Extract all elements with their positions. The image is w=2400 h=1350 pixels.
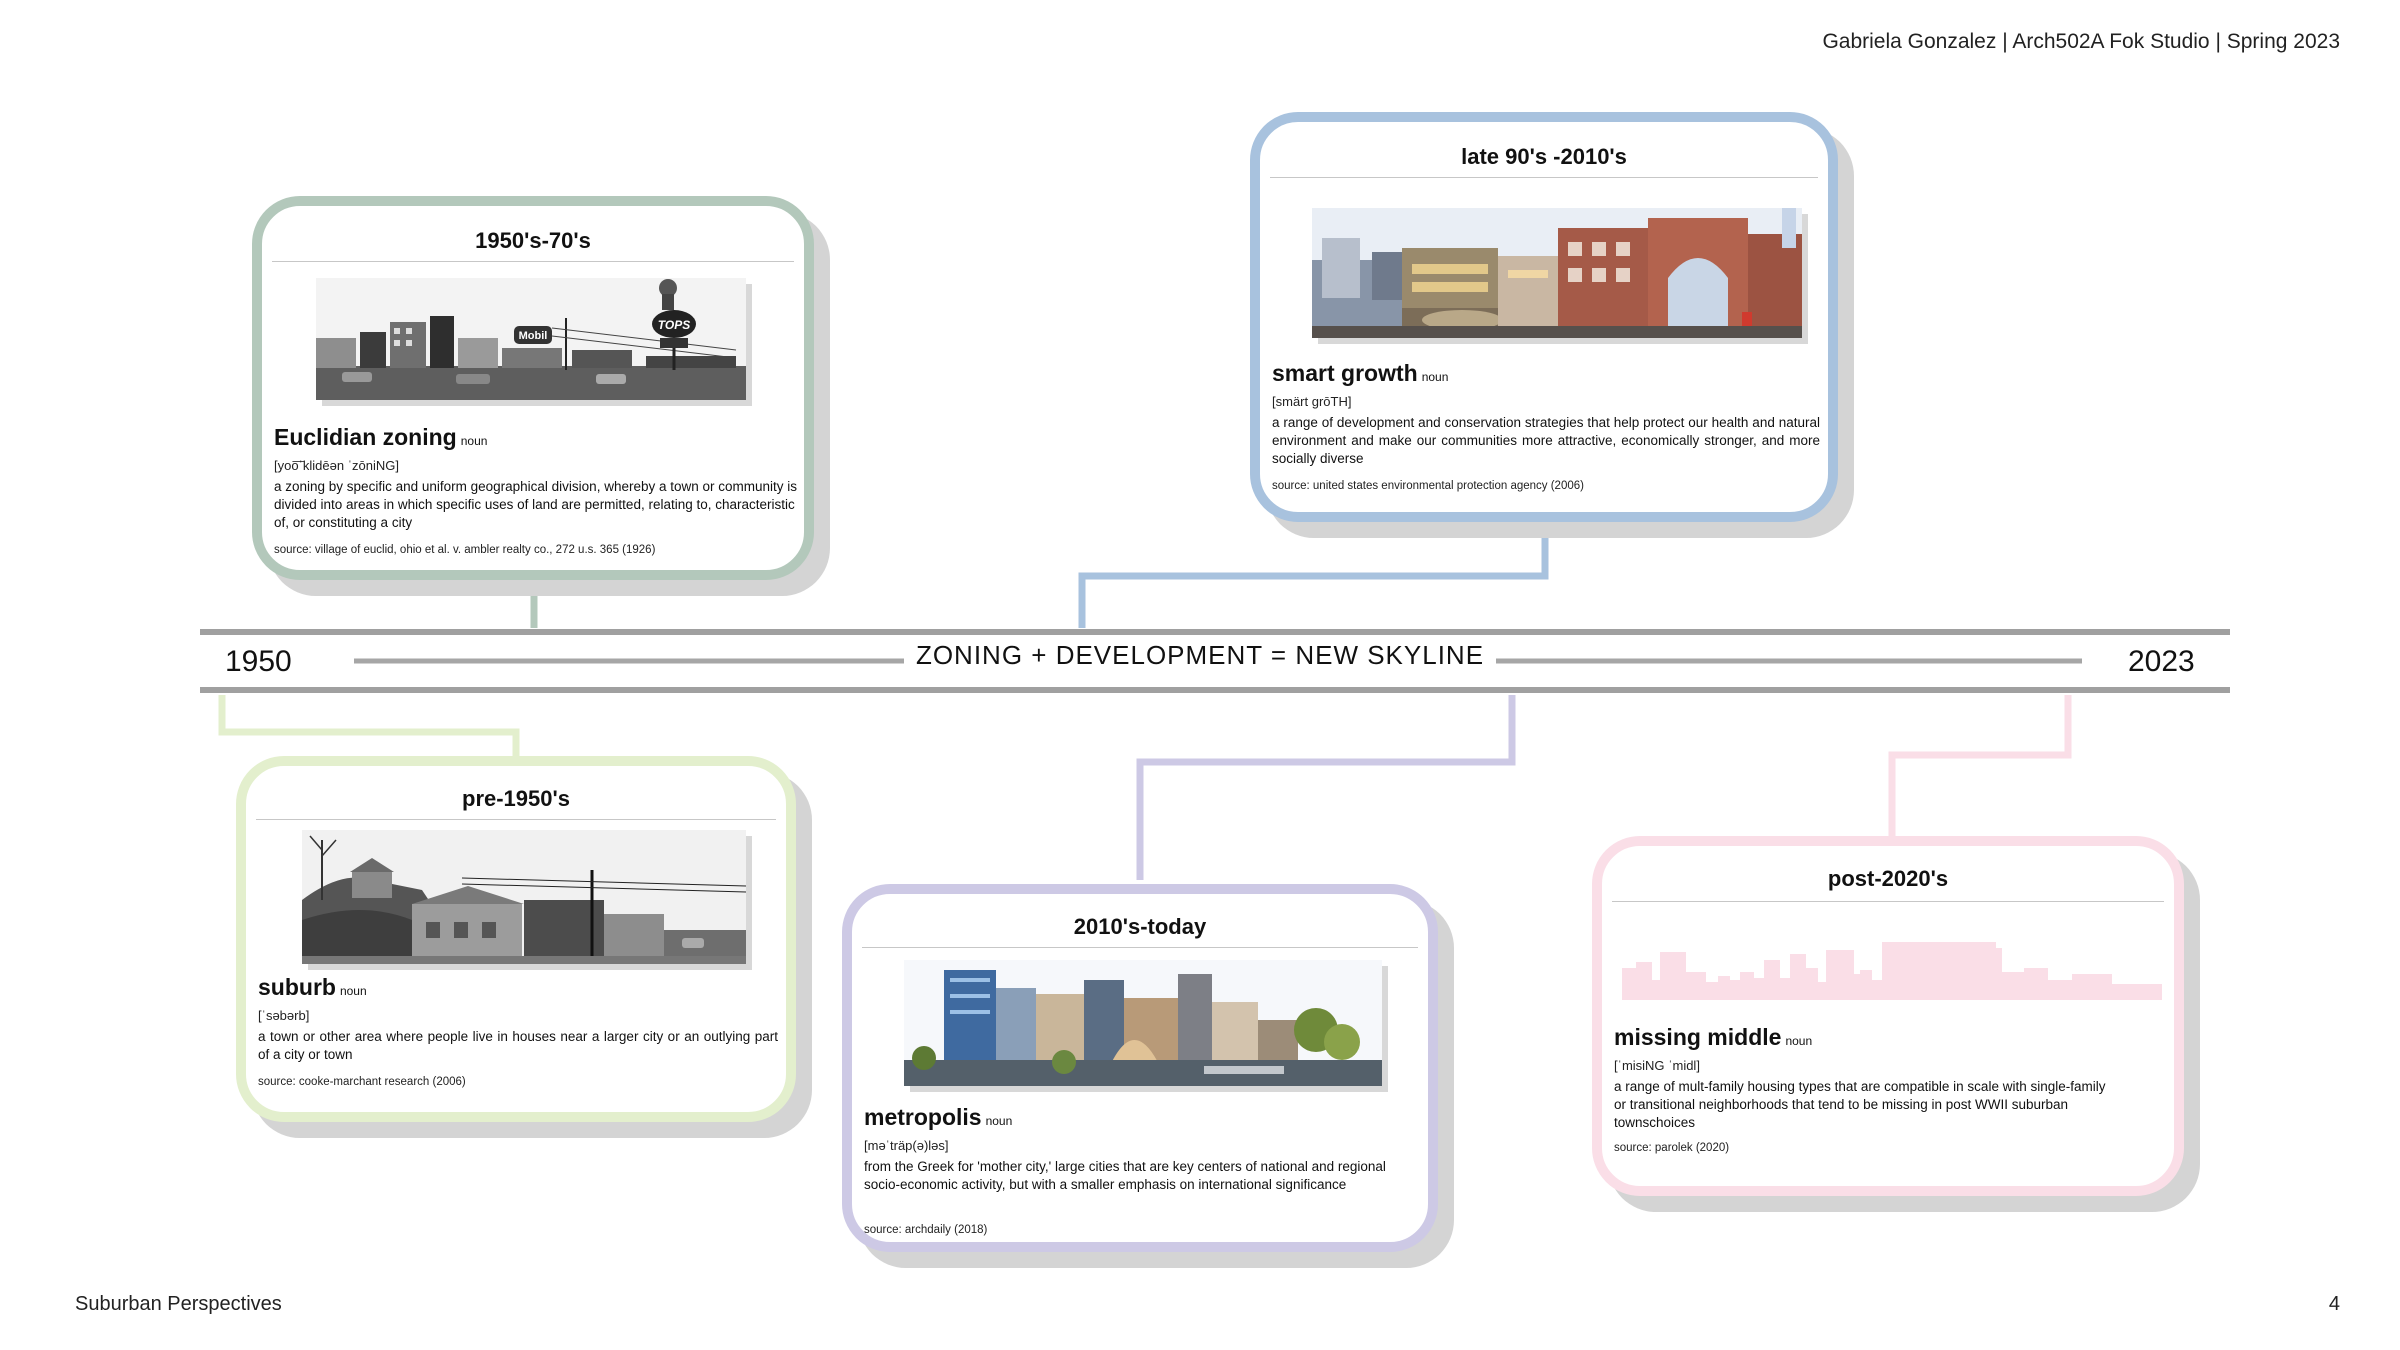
definition: a town or other area where people live i… bbox=[258, 1029, 778, 1062]
card-divider bbox=[272, 261, 794, 262]
image-sign-tops: TOPS bbox=[658, 318, 690, 332]
pronunciation: [ˈsəbərb] bbox=[258, 1008, 310, 1023]
part-of-speech: noun bbox=[985, 1114, 1013, 1128]
pronunciation: [məˈträp(ə)ləs] bbox=[864, 1138, 949, 1153]
skyline-photo-pre1950s bbox=[302, 830, 752, 970]
source-citation: source: cooke-marchant research (2006) bbox=[258, 1076, 466, 1088]
pronunciation: [smärt grōTH] bbox=[1272, 394, 1352, 409]
card-divider bbox=[256, 819, 776, 820]
skyline-silhouette-missing-middle bbox=[1622, 938, 2162, 1000]
connector-today bbox=[1136, 695, 1516, 880]
card-divider bbox=[862, 947, 1418, 948]
connector-post2020 bbox=[1888, 695, 2072, 836]
skyline-photo-metropolis bbox=[904, 960, 1388, 1092]
pronunciation: [ˈmisiNG ˈmidl] bbox=[1614, 1058, 1700, 1073]
timeline-start-year: 1950 bbox=[225, 645, 292, 678]
connector-pre1950s bbox=[218, 695, 520, 760]
card-era-title: pre-1950's bbox=[462, 786, 570, 811]
footer-project-title: Suburban Perspectives bbox=[75, 1293, 282, 1315]
page-number: 4 bbox=[2328, 1293, 2340, 1315]
part-of-speech: noun bbox=[1785, 1034, 1813, 1048]
part-of-speech: noun bbox=[460, 434, 488, 448]
definition: a range of mult-family housing types tha… bbox=[1614, 1079, 2106, 1130]
source-citation: source: archdaily (2018) bbox=[864, 1224, 988, 1236]
source-citation: source: united states environmental prot… bbox=[1272, 480, 1584, 492]
card-late90s-2010s: late 90's -2010's bbox=[1250, 112, 1838, 522]
connector-late90s bbox=[1078, 522, 1549, 628]
skyline-photo-1950s: Mobil TOPS bbox=[316, 278, 752, 406]
part-of-speech: noun bbox=[339, 984, 367, 998]
definition: a zoning by specific and uniform geograp… bbox=[274, 479, 798, 530]
image-sign-mobil: Mobil bbox=[519, 330, 548, 342]
card-divider bbox=[1612, 901, 2164, 902]
header-credit: Gabriela Gonzalez | Arch502A Fok Studio … bbox=[1822, 30, 2340, 53]
card-era-title: 1950's-70's bbox=[475, 228, 591, 253]
source-citation: source: parolek (2020) bbox=[1614, 1142, 1730, 1154]
definition: a range of development and conservation … bbox=[1272, 415, 1820, 466]
timeline-end-year: 2023 bbox=[2128, 645, 2195, 678]
definition: from the Greek for 'mother city,' large … bbox=[864, 1159, 1386, 1192]
part-of-speech: noun bbox=[1421, 370, 1449, 384]
card-era-title: 2010's-today bbox=[1073, 914, 1207, 939]
pronunciation: [yoo͞ˈklidēən ˈzōniNG] bbox=[274, 458, 399, 473]
card-era-title: post-2020's bbox=[1827, 866, 1949, 891]
skyline-photo-late90s bbox=[1312, 208, 1808, 344]
source-citation: source: village of euclid, ohio et al. v… bbox=[274, 544, 656, 556]
card-divider bbox=[1270, 177, 1818, 178]
card-era-title: late 90's -2010's bbox=[1461, 144, 1627, 169]
card-1950s-70s: 1950's-70's Mobil TOPS bbox=[252, 196, 814, 580]
